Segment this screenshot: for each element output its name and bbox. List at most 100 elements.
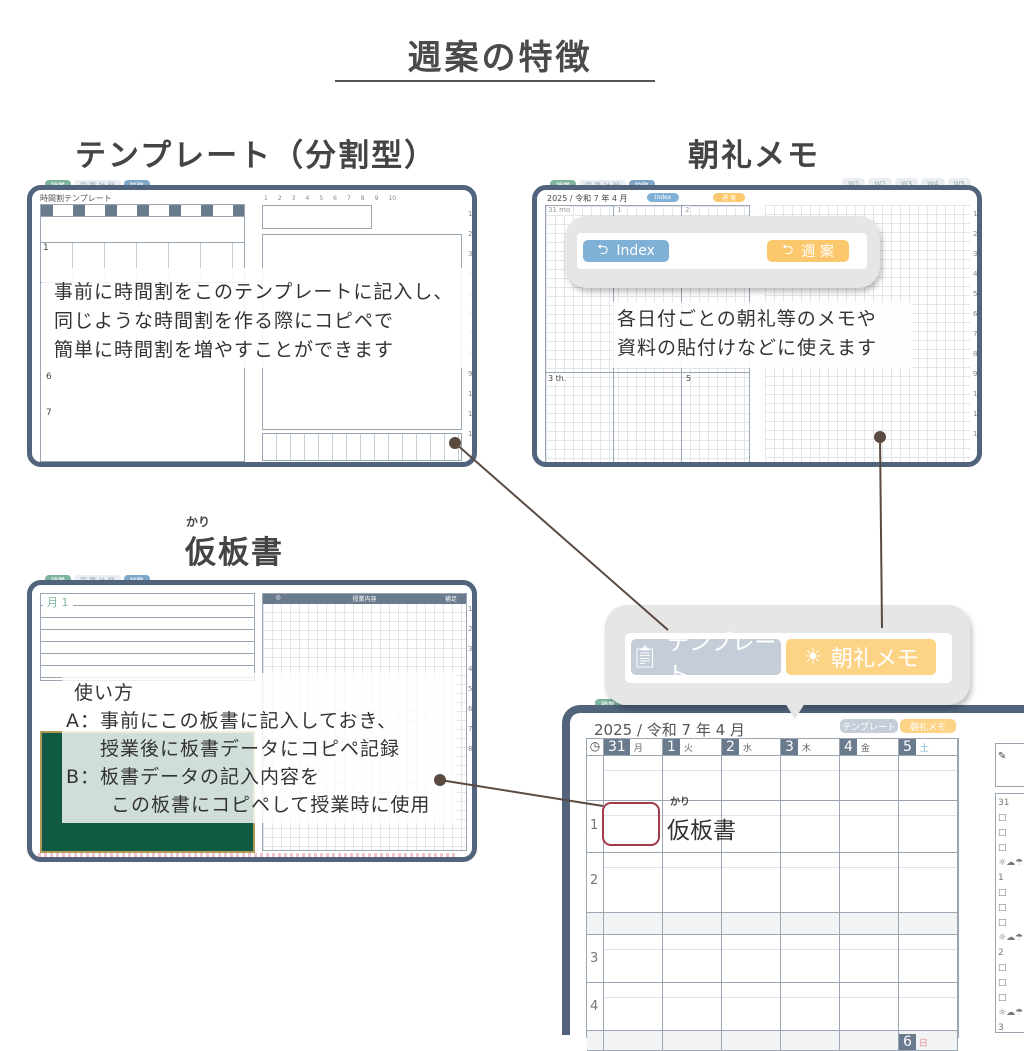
day-of-week: 金 [860, 743, 870, 754]
description-overlay: 各日付ごとの朝礼等のメモや 資料の貼付けなどに使えます [612, 302, 912, 368]
page-3[interactable]: 3 [291, 195, 296, 202]
side-day: 1 [998, 873, 1004, 883]
period-row: 2 [587, 853, 958, 913]
template-button[interactable]: 📋︎テンプレート [631, 631, 781, 688]
return-arrow-icon: ⮌ [597, 242, 609, 258]
lesson-cell[interactable] [604, 983, 663, 1030]
nav-popup: ⮌ Index ⮌週 案 [565, 216, 880, 288]
return-arrow-icon: ⮌ [782, 242, 794, 258]
lesson-cell[interactable] [722, 853, 781, 912]
morning-memo-button[interactable]: ☀朝礼メモ [786, 639, 936, 675]
weekly-button[interactable]: ⮌週 案 [767, 240, 849, 262]
lesson-cell[interactable] [899, 983, 958, 1030]
usage-line: B：板書データの記入内容を [66, 766, 321, 788]
connector-dot [874, 431, 886, 443]
lesson-cell[interactable] [722, 801, 781, 852]
index-label: Index [616, 243, 655, 259]
index-button[interactable]: ⮌ Index [583, 240, 669, 262]
lesson-cell[interactable] [722, 756, 781, 800]
lesson-cell[interactable] [840, 756, 899, 800]
lesson-cell[interactable] [604, 935, 663, 982]
page-9[interactable]: 9 [374, 195, 379, 202]
usage-title: 使い方 [74, 682, 135, 704]
lesson-cell[interactable] [781, 935, 840, 982]
lesson-cell[interactable] [899, 935, 958, 982]
lesson-cell[interactable] [781, 983, 840, 1030]
day-label: 5 [686, 374, 692, 383]
period-row: 3 [587, 935, 958, 983]
lesson-cell[interactable] [663, 853, 722, 912]
morning-memo-button-small[interactable]: 朝礼メモ [900, 719, 956, 733]
lesson-cell[interactable] [663, 935, 722, 982]
page-10[interactable]: 10 [388, 195, 397, 202]
lesson-cell[interactable] [781, 801, 840, 852]
title-underline [335, 80, 655, 82]
connector-board [439, 779, 604, 807]
clipboard-edit-icon: 📋︎ [631, 644, 659, 670]
page-number-row: 1 2 3 4 5 6 7 8 9 10 [264, 195, 396, 202]
page-2[interactable]: 2 [277, 195, 282, 202]
lesson-cell[interactable] [604, 853, 663, 912]
usage-note [38, 853, 458, 857]
template-button-small[interactable]: テンプレート [840, 719, 898, 733]
page-4[interactable]: 4 [305, 195, 310, 202]
lesson-cell[interactable] [781, 853, 840, 912]
day-label: 1 [617, 206, 622, 215]
period-number [587, 913, 604, 934]
lesson-cell[interactable] [840, 801, 899, 852]
day-number: 2 [722, 739, 739, 755]
lesson-cell[interactable] [604, 1031, 663, 1050]
lesson-cell[interactable] [840, 913, 899, 934]
lesson-cell[interactable] [663, 913, 722, 934]
lesson-cell[interactable] [722, 983, 781, 1030]
page-1[interactable]: 1 [264, 195, 268, 202]
memo-box [262, 205, 372, 229]
lesson-cell[interactable] [840, 983, 899, 1030]
lesson-cell[interactable] [899, 853, 958, 912]
weekly-button-small[interactable]: 週 案 [713, 193, 745, 202]
lesson-cell[interactable] [899, 801, 958, 852]
lesson-cell[interactable] [781, 1031, 840, 1050]
lesson-cell[interactable] [604, 756, 663, 800]
lesson-cell[interactable] [722, 1031, 781, 1050]
index-button-small[interactable]: Index [647, 193, 679, 202]
day-of-week: 月 [633, 743, 643, 754]
page-8[interactable]: 8 [360, 195, 365, 202]
lesson-cell[interactable] [722, 935, 781, 982]
clock-icon: ◷ [587, 739, 604, 755]
day-of-week: 日 [918, 1039, 928, 1049]
lesson-cell[interactable] [899, 756, 958, 800]
lesson-cell[interactable] [840, 1031, 899, 1050]
lesson-cell[interactable] [722, 913, 781, 934]
period-row: 1 [587, 801, 958, 853]
description-line: 事前に時間割をこのテンプレートに記入し、 [54, 281, 454, 303]
lesson-cell[interactable] [663, 756, 722, 800]
page-7[interactable]: 7 [346, 195, 351, 202]
day-label: 31 mo [548, 206, 571, 215]
page-5[interactable]: 5 [319, 195, 324, 202]
lesson-cell[interactable] [663, 1031, 722, 1050]
weekly-date: 2025 / 令和 7 年 4 月 [594, 721, 745, 739]
lesson-cell[interactable] [840, 935, 899, 982]
period-number: 4 [587, 983, 604, 1030]
connector-template [454, 442, 669, 631]
lesson-cell[interactable] [781, 756, 840, 800]
lesson-cell[interactable] [899, 913, 958, 934]
template-label: テンプレート [842, 722, 896, 733]
lesson-cell[interactable] [604, 913, 663, 934]
page-6[interactable]: 6 [333, 195, 337, 202]
day-number: 1 [663, 739, 680, 755]
day-number: 5 [899, 739, 916, 755]
period-row [587, 756, 958, 801]
lesson-cell[interactable] [663, 983, 722, 1030]
lesson-cell[interactable] [663, 801, 722, 852]
lesson-cell[interactable] [781, 913, 840, 934]
lesson-cell[interactable] [840, 853, 899, 912]
